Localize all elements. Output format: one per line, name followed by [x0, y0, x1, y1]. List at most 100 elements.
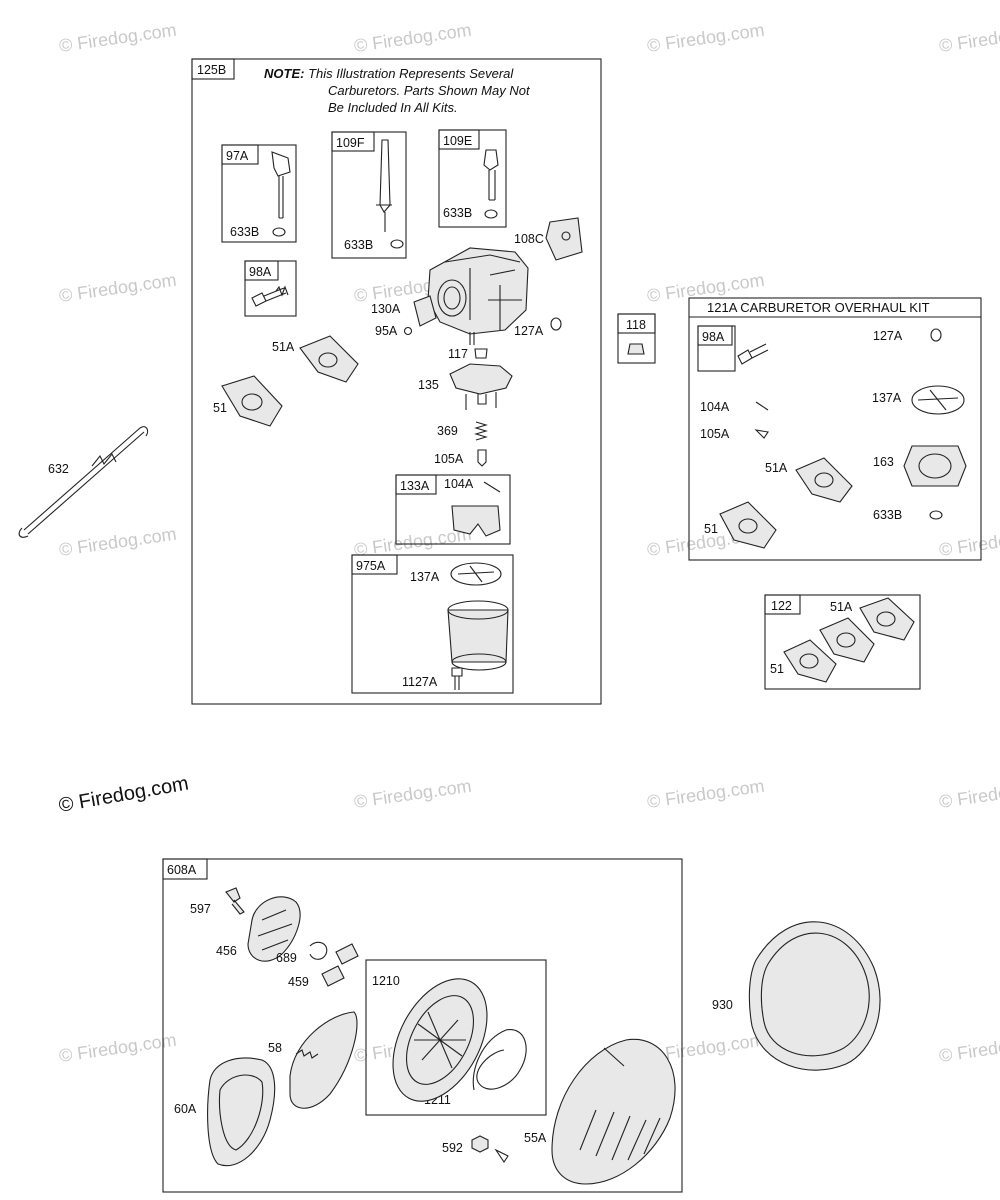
part-plate-130a [413, 295, 437, 327]
box-109e-tag: 109E [443, 134, 472, 148]
watermark: © Firedog.com [353, 20, 473, 56]
watermark: © Firedog.com [58, 20, 178, 56]
part-plate-58 [289, 1011, 358, 1109]
part-idle-screw [737, 343, 769, 365]
kit-label-51: 51 [704, 522, 718, 536]
label-930: 930 [712, 998, 733, 1012]
shroud-930: 930 [712, 921, 881, 1071]
part-dog-459-b [321, 965, 345, 987]
starter-box: 608A 597 456 689 459 58 60A 1210 1211 55… [162, 858, 683, 1193]
governor-link-632: 632 [18, 426, 149, 538]
part-117 [474, 348, 488, 359]
kit-label-633b: 633B [873, 508, 902, 522]
overhaul-kit-box: 121A CARBURETOR OVERHAUL KIT 98A 127A 10… [688, 297, 982, 561]
watermark-main: © Firedog.com [57, 772, 190, 816]
kit-98a-tag: 98A [702, 330, 725, 344]
part-oring-127a [550, 317, 562, 331]
label-597: 597 [190, 902, 211, 916]
label-633b: 633B [443, 206, 472, 220]
carburetor-body [427, 247, 529, 345]
part-seal [929, 510, 943, 520]
part-bowl-gasket [911, 385, 965, 415]
part-plug [627, 343, 645, 355]
watermark: © Firedog.com [353, 776, 473, 812]
label-60a: 60A [174, 1102, 197, 1116]
part-seal [390, 239, 404, 249]
watermark: © Firedog.com [938, 20, 1000, 56]
part-pin [755, 401, 769, 411]
label-456: 456 [216, 944, 237, 958]
part-oring [930, 328, 942, 342]
box-975a-tag: 975A [356, 559, 386, 573]
part-throttle-shaft [376, 139, 392, 232]
part-needle [754, 429, 769, 439]
box-98a-tag: 98A [249, 265, 272, 279]
part-spring-1211 [472, 1029, 527, 1091]
box-98a: 98A [244, 260, 297, 317]
box-1210-tag: 1210 [372, 974, 400, 988]
label-51: 51 [213, 401, 227, 415]
box-122-tag: 122 [771, 599, 792, 613]
label-104a: 104A [444, 477, 474, 491]
part-gasket-51 [783, 639, 837, 683]
box-118: 118 [617, 313, 656, 364]
part-gasket-51 [221, 375, 283, 427]
watermark: © Firedog.com [938, 1030, 1000, 1066]
box-122: 122 51A 51 [764, 594, 921, 690]
part-spring [275, 285, 289, 297]
note-line-3: Be Included In All Kits. [328, 100, 458, 115]
label-105a: 105A [434, 452, 464, 466]
note-line-2: Carburetors. Parts Shown May Not [328, 83, 531, 98]
part-pin-105a [477, 449, 487, 467]
watermark: © Firedog.com [58, 270, 178, 306]
part-gasket-51a [299, 335, 359, 383]
starter-box-tag: 608A [167, 863, 197, 877]
part-seal [272, 227, 286, 237]
part-screw-95a [403, 326, 413, 336]
label-58: 58 [268, 1041, 282, 1055]
watermark: © Firedog.com [938, 776, 1000, 812]
part-gasket-108c [545, 217, 583, 261]
box-1210: 1210 1211 [365, 959, 547, 1116]
label-51a: 51A [830, 600, 853, 614]
kit-label-127a: 127A [873, 329, 903, 343]
note-line-1: NOTE: This Illustration Represents Sever… [264, 66, 514, 81]
label-95a: 95A [375, 324, 398, 338]
label-51: 51 [770, 662, 784, 676]
label-130a: 130A [371, 302, 401, 316]
part-choke-shaft [271, 151, 291, 219]
watermark: © Firedog.com [938, 524, 1000, 560]
label-127a: 127A [514, 324, 544, 338]
part-screw-597 [225, 887, 245, 915]
part-pin [483, 481, 501, 493]
label-369: 369 [437, 424, 458, 438]
kit-label-51a: 51A [765, 461, 788, 475]
label-592: 592 [442, 1141, 463, 1155]
watermark: © Firedog.com [58, 524, 178, 560]
part-gasket-mid [819, 617, 875, 663]
kit-label-163: 163 [873, 455, 894, 469]
part-housing-55a [551, 1038, 676, 1185]
box-118-tag: 118 [626, 318, 646, 332]
kit-label-137a: 137A [872, 391, 902, 405]
box-133a: 133A 104A [395, 474, 511, 545]
carburetor-box-tag: 125B [197, 63, 226, 77]
label-108c: 108C [514, 232, 544, 246]
box-975a: 975A 137A 1127A [351, 554, 514, 694]
part-seal [484, 209, 498, 219]
box-97a: 97A 633B [221, 144, 297, 243]
watermark: © Firedog.com [646, 776, 766, 812]
part-spring-369 [474, 421, 488, 441]
part-clip-689 [309, 941, 328, 960]
part-gasket-51 [719, 501, 777, 549]
label-689: 689 [276, 951, 297, 965]
part-shaft [483, 149, 499, 201]
part-gasket-51a [795, 457, 853, 503]
label-633b: 633B [344, 238, 373, 252]
label-633b: 633B [230, 225, 259, 239]
part-nut-592 [471, 1135, 489, 1153]
kit-label-105a: 105A [700, 427, 730, 441]
part-gasket-51a [859, 597, 915, 641]
label-55a: 55A [524, 1131, 547, 1145]
